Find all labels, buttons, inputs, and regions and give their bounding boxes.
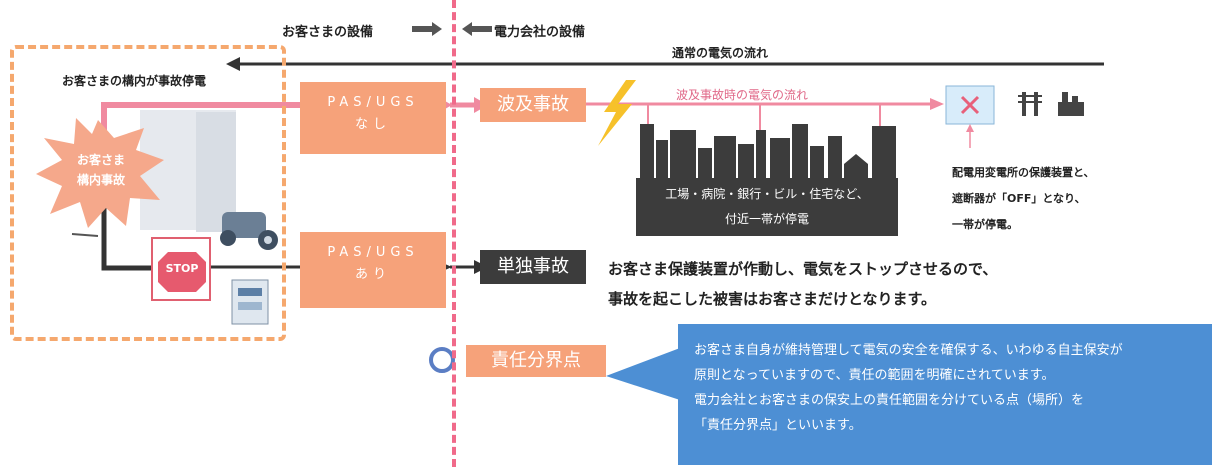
explanation-line-4: 「責任分界点」といいます。 [694,418,862,433]
pas-present-sub: あり [354,267,391,282]
city-blackout-label: 工場・病院・銀行・ビル・住宅など、 付近一帯が停電 [636,178,898,236]
substation-note: 配電用変電所の保護装置と、 遮断器が「OFF」となり、 一帯が停電。 [952,160,1095,238]
city-line-1: 工場・病院・銀行・ビル・住宅など、 [665,187,869,201]
normal-flow-label: 通常の電気の流れ [672,46,769,60]
stop-sign-icon [151,237,211,301]
substation-note-3: 一帯が停電。 [952,218,1018,231]
burst-line-1: お客さま [76,153,125,167]
substation-note-2: 遮断器が「OFF」となり、 [952,192,1086,205]
pas-none-title: PAS/UGS [327,95,419,110]
customer-equipment-area [10,45,286,341]
explanation-line-3: 電力会社とお客さまの保安上の責任範囲を分けている点（場所）を [694,393,1085,408]
boundary-explanation-box: お客さま自身が維持管理して電気の安全を確保する、いわゆる自主保安が 原則となって… [678,324,1212,465]
substation-icon [945,85,995,125]
explanation-line-2: 原則となっていますので、責任の範囲を明確にされています。 [694,368,1055,383]
arrow-left-icon [462,22,492,36]
explanation-line-1: お客さま自身が維持管理して電気の安全を確保する、いわゆる自主保安が [694,343,1123,358]
customer-side-label: お客さまの設備 [282,25,374,40]
responsibility-boundary-label: 責任分界点 [466,345,606,377]
normal-flow-arrowhead [226,57,240,71]
ripple-accident-box: 波及事故 [480,88,586,122]
boundary-point-icon [429,347,455,373]
pylon-icon [1018,92,1042,116]
arrow-right-icon [412,22,442,36]
customer-stop-label: お客さまの構内が事故停電 [62,74,207,88]
stop-label: STOP [165,262,199,275]
pas-ugs-present-box: PAS/UGS あり [300,232,446,308]
accident-flow-label: 波及事故時の電気の流れ [676,88,809,102]
utility-side-label: 電力会社の設備 [494,25,586,40]
city-line-2: 付近一帯が停電 [724,212,809,226]
factory-icon [1058,92,1084,116]
explosion-burst-icon [36,118,164,228]
city-skyline-icon [640,124,896,180]
pas-none-sub: なし [354,117,391,132]
burst-line-2: 構内事故 [76,173,125,187]
transformer-icon [220,212,278,250]
accident-flow-arrowhead [930,98,944,110]
single-accident-box: 単独事故 [480,250,586,284]
customer-accident-text: お客さま 構内事故 [56,150,146,190]
lightning-icon [598,80,636,146]
ownership-boundary-line [452,0,456,467]
switchgear-icon [231,279,269,325]
pas-present-title: PAS/UGS [327,245,419,260]
customer-protection-message: お客さま保護装置が作動し、電気をストップさせるので、 事故を起こした被害はお客さ… [608,254,997,314]
single-path-line [101,205,160,271]
pas-ugs-none-box: PAS/UGS なし [300,82,446,154]
substation-note-1: 配電用変電所の保護装置と、 [952,166,1095,179]
protection-msg-1: お客さま保護装置が作動し、電気をストップさせるので、 [608,260,998,278]
callout-tail [606,348,680,400]
protection-msg-2: 事故を起こした被害はお客さまだけとなります。 [608,290,937,308]
